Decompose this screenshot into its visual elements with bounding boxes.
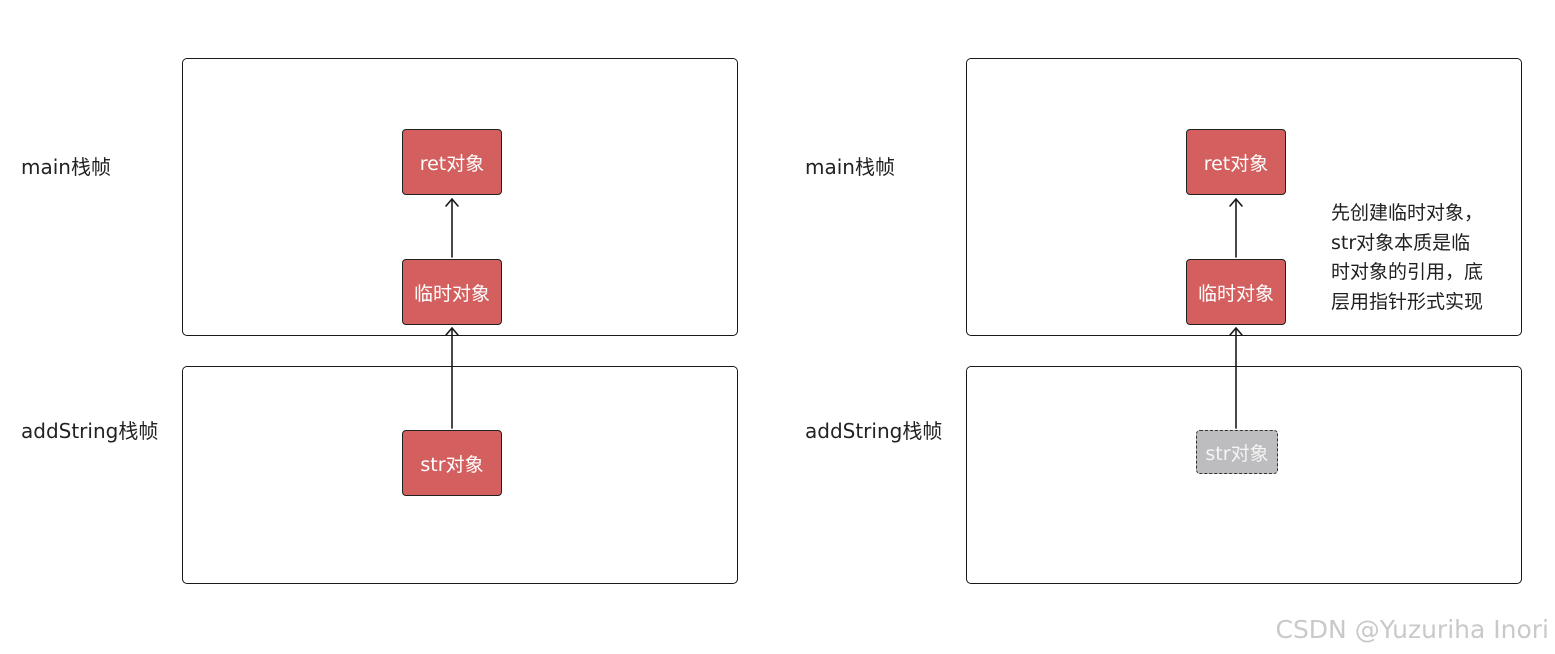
right-str-object-ghost: str对象 bbox=[1196, 430, 1278, 474]
note-line-1: 先创建临时对象， bbox=[1331, 202, 1484, 224]
right-addstring-frame-label: addString栈帧 bbox=[805, 419, 943, 443]
left-temp-object: 临时对象 bbox=[402, 259, 502, 325]
right-addstring-stack-frame bbox=[966, 366, 1522, 584]
note-line-2: str对象本质是临 bbox=[1331, 231, 1471, 254]
left-ret-object: ret对象 bbox=[402, 129, 502, 195]
right-main-stack-frame bbox=[966, 58, 1522, 336]
note-line-4: 层用指针形式实现 bbox=[1331, 290, 1484, 313]
left-str-object: str对象 bbox=[402, 430, 502, 496]
note-line-3: 时对象的引用，底 bbox=[1331, 261, 1484, 283]
right-ret-object: ret对象 bbox=[1186, 129, 1286, 195]
left-main-frame-label: main栈帧 bbox=[21, 155, 111, 179]
left-addstring-frame-label: addString栈帧 bbox=[21, 419, 159, 443]
right-main-frame-label: main栈帧 bbox=[805, 155, 895, 179]
right-temp-object: 临时对象 bbox=[1186, 259, 1286, 325]
right-explanation-note: 先创建临时对象， str对象本质是临 时对象的引用，底 层用指针形式实现 bbox=[1331, 199, 1483, 317]
csdn-watermark: CSDN @Yuzuriha Inori bbox=[1275, 615, 1549, 644]
